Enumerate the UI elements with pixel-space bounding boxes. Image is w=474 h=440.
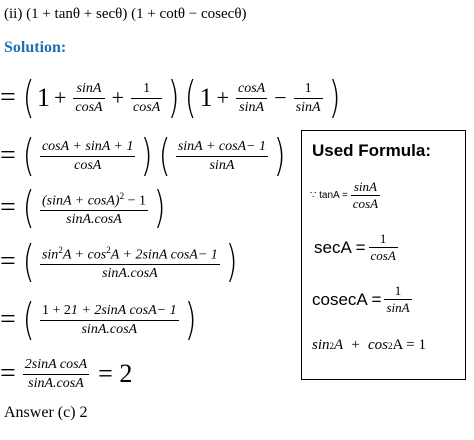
- left-paren: (: [22, 294, 35, 345]
- equals-sign: =: [0, 246, 16, 277]
- solution-step-3: = ( (sinA + cosA)2 − 1 sinA.cosA ): [0, 178, 168, 238]
- left-paren: (: [22, 182, 35, 233]
- solution-step-2: = ( cosA + sinA + 1 cosA ) ( sinA + cosA…: [0, 126, 288, 186]
- final-result: = 2: [98, 359, 133, 388]
- denominator: cosA: [133, 99, 161, 115]
- fraction: (sinA + cosA)2 − 1 sinA.cosA: [39, 187, 148, 230]
- equals-sign: =: [0, 358, 16, 389]
- right-paren: ): [141, 130, 154, 181]
- fraction: sinA + cosA− 1 sinA: [175, 138, 269, 175]
- formula-sec: secA = 1 cosA: [314, 231, 401, 264]
- fraction-one-over-cos: 1 cosA: [131, 80, 163, 117]
- denominator: sinA: [295, 99, 321, 115]
- left-paren: (: [22, 130, 35, 181]
- used-formula-box: Used Formula: ∵ tanA = sinA cosA secA = …: [301, 130, 466, 380]
- numerator: 1: [304, 80, 312, 96]
- fraction: cosA + sinA + 1 cosA: [39, 138, 136, 175]
- equals-sign: =: [0, 192, 16, 223]
- solution-step-6: = 2sinA cosA sinA.cosA = 2: [0, 344, 132, 404]
- minus-operator: −: [274, 85, 287, 110]
- denominator: sinA.cosA: [102, 266, 158, 282]
- right-paren: ): [167, 72, 180, 123]
- numerator: cosA: [238, 80, 266, 96]
- fraction-sin-over-cos: sinA cosA: [73, 80, 105, 117]
- denominator: sinA: [209, 157, 235, 173]
- numerator: sinA + cosA− 1: [177, 138, 267, 154]
- left-paren: (: [22, 72, 35, 123]
- solution-step-4: = ( sin2A + cos2A + 2sinA cosA− 1 sinA.c…: [0, 232, 240, 292]
- solution-step-5: = ( 1 + 21 + 2sinA cosA− 1 sinA.cosA ): [0, 290, 199, 350]
- plus-operator: +: [216, 85, 230, 110]
- question-text: (ii) (1 + tanθ + secθ) (1 + cotθ − cosec…: [4, 6, 247, 22]
- sec-label: secA =: [314, 237, 366, 257]
- fraction: 1 sinA: [384, 283, 412, 315]
- fraction: sin2A + cos2A + 2sinA cosA− 1 sinA.cosA: [39, 241, 220, 284]
- fraction-cos-over-sin: cosA sinA: [236, 80, 268, 117]
- formula-cosec: cosecA = 1 sinA: [312, 283, 415, 316]
- solution-step-1: = ( 1 + sinA cosA + 1 cosA ) ( 1 + cosA …: [0, 68, 343, 128]
- formula-tan: ∵ tanA = sinA cosA: [310, 179, 383, 212]
- equals-sign: =: [0, 82, 16, 113]
- term-one: 1: [199, 83, 213, 112]
- equals-sign: =: [0, 304, 16, 335]
- denominator: cosA: [75, 99, 103, 115]
- numerator: (sinA + cosA)2 − 1: [41, 190, 146, 209]
- equals-sign: =: [0, 140, 16, 171]
- denominator: sinA: [239, 99, 265, 115]
- left-paren: (: [22, 236, 35, 287]
- right-paren: ): [273, 130, 286, 181]
- numerator: 2sinA cosA: [24, 356, 88, 372]
- numerator: cosA + sinA + 1: [41, 138, 134, 154]
- fraction: 2sinA cosA sinA.cosA: [22, 356, 90, 393]
- right-paren: ): [225, 236, 238, 287]
- numerator: sinA: [76, 80, 102, 96]
- denominator: cosA: [74, 157, 102, 173]
- denominator: sinA.cosA: [81, 321, 138, 337]
- plus-operator: +: [53, 85, 67, 110]
- fraction-one-over-sin: 1 sinA: [293, 80, 323, 117]
- term-one: 1: [36, 83, 50, 112]
- denominator: sinA.cosA: [66, 212, 122, 228]
- fraction: 1 + 21 + 2sinA cosA− 1 sinA.cosA: [39, 302, 179, 339]
- right-paren: ): [153, 182, 166, 233]
- denominator: sinA.cosA: [28, 375, 84, 391]
- tan-label: ∵ tanA =: [310, 190, 348, 201]
- fraction: 1 cosA: [368, 231, 398, 263]
- numerator: 1 + 21 + 2sinA cosA− 1: [41, 302, 177, 318]
- numerator: 1: [143, 80, 151, 96]
- left-paren: (: [158, 130, 171, 181]
- numerator: sin2A + cos2A + 2sinA cosA− 1: [41, 244, 218, 263]
- answer-text: Answer (c) 2: [4, 404, 88, 421]
- fraction: sinA cosA: [350, 179, 381, 211]
- cosec-label: cosecA =: [312, 289, 382, 309]
- left-paren: (: [184, 72, 198, 123]
- formula-box-title: Used Formula:: [312, 141, 432, 160]
- right-paren: ): [328, 72, 341, 123]
- plus-operator: +: [111, 85, 125, 110]
- right-paren: ): [184, 294, 197, 345]
- solution-label: Solution:: [4, 39, 67, 56]
